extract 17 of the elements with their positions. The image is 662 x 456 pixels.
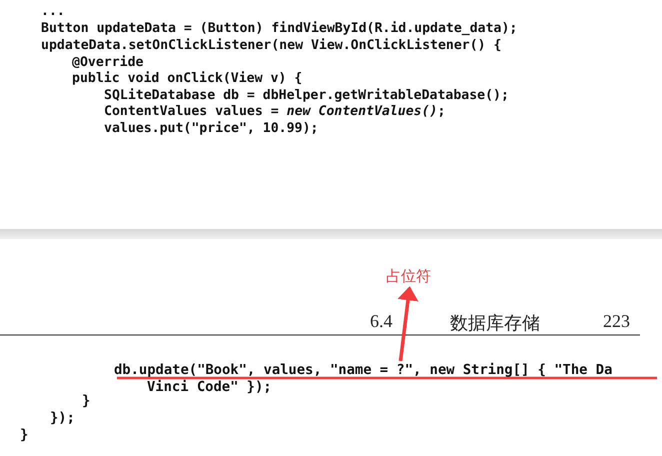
code-line: SQLiteDatabase db = dbHelper.getWritableDatabase(); <box>104 88 509 104</box>
code-line: values.put("price", 10.99); <box>104 121 318 137</box>
code-line: ... <box>41 4 65 20</box>
code-line: } <box>82 393 90 410</box>
page-number: 223 <box>603 311 630 332</box>
code-line: } <box>20 427 28 444</box>
code-line: db.update("Book", values, "name = ?", new String[] { "The Da Vinci Code" }); <box>114 362 658 396</box>
code-line: public void onClick(View v) { <box>72 71 302 87</box>
code-line: @Override <box>72 55 144 71</box>
annotation-text: 占位符 <box>386 266 431 286</box>
section-heading: 数据库存储 <box>450 312 540 335</box>
code-line: }); <box>50 410 75 427</box>
code-line: ContentValues values = new ContentValues(); <box>104 104 446 120</box>
code-line: updateData.setOnClickListener(new View.OnClickListener() { <box>41 38 502 54</box>
section-number: 6.4 <box>370 311 392 332</box>
arrow <box>398 286 418 362</box>
code-line: Button updateData = (Button) findViewById(R.id.update_data); <box>41 21 518 37</box>
